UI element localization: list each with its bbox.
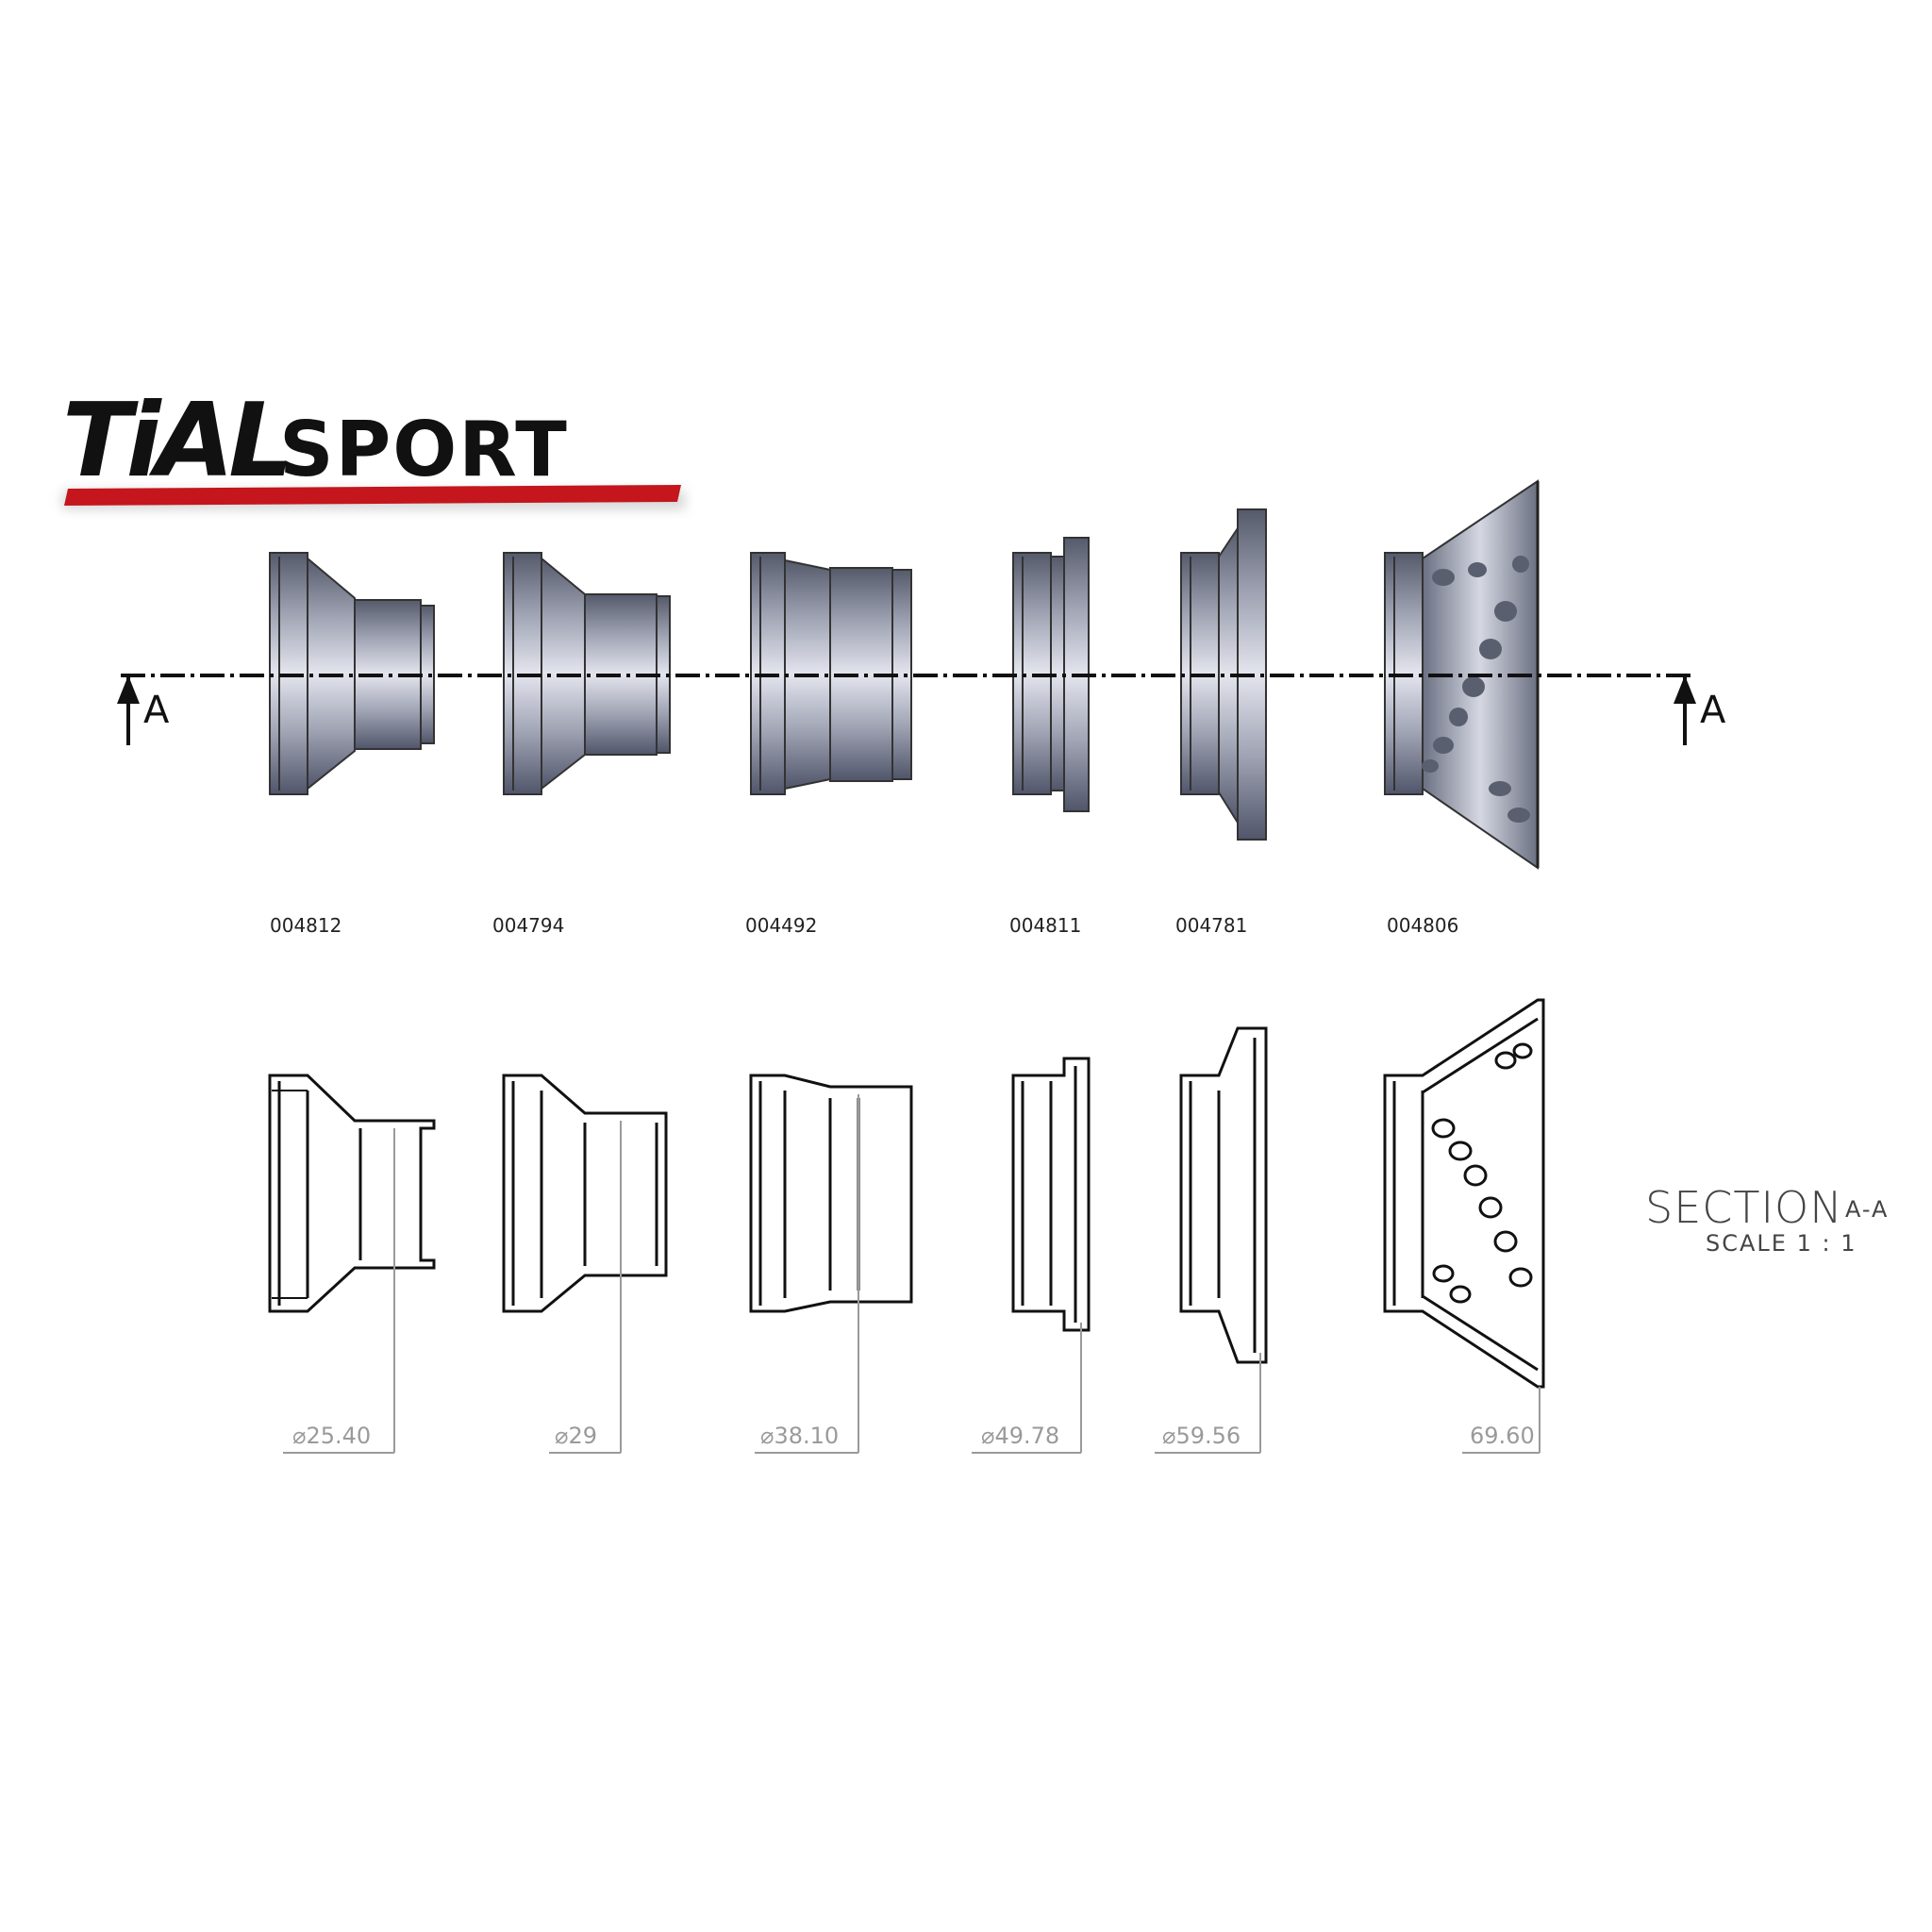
section-part-004492 (749, 1074, 913, 1313)
section-arrow-right-icon (1674, 675, 1696, 704)
logo-underline-bar (64, 485, 681, 506)
dimension-labels: ⌀25.40 ⌀29 ⌀38.10 ⌀49.78 ⌀59.56 69.60 (292, 1423, 1535, 1449)
part-number-labels: 004812 004794 004492 004811 004781 00480… (270, 914, 1458, 937)
section-part-004811 (1011, 1057, 1091, 1332)
render-part-004781 (1180, 508, 1267, 841)
dimension-label-004781: ⌀59.56 (1162, 1423, 1241, 1449)
section-title-suffix: A-A (1845, 1196, 1889, 1223)
part-label-004492: 004492 (745, 914, 817, 937)
section-title: SECTION (1645, 1182, 1843, 1233)
vent-holes (1422, 556, 1530, 823)
section-title-block: SECTION A-A SCALE 1 : 1 (1645, 1182, 1889, 1257)
dimension-lines (283, 1094, 1541, 1454)
logo-tial-text: TiAL (62, 382, 288, 500)
part-label-004811: 004811 (1009, 914, 1081, 937)
section-marker-left: A (143, 689, 170, 732)
section-part-004806 (1383, 998, 1545, 1389)
section-scale: SCALE 1 : 1 (1706, 1230, 1857, 1257)
tial-sport-logo: TiAL SPORT (62, 382, 685, 509)
section-marker-right: A (1700, 689, 1726, 732)
section-vent-holes (1431, 1042, 1533, 1304)
part-label-004781: 004781 (1175, 914, 1247, 937)
dimension-label-004492: ⌀38.10 (760, 1423, 839, 1449)
section-part-004781 (1179, 1026, 1268, 1364)
part-label-004794: 004794 (492, 914, 564, 937)
dimension-label-004811: ⌀49.78 (981, 1423, 1059, 1449)
cross-sections (268, 998, 1545, 1389)
logo-sport-text: SPORT (279, 406, 569, 493)
part-renders (269, 479, 1540, 870)
section-arrow-left-icon (117, 675, 140, 704)
section-cut-line: A A (117, 674, 1726, 745)
part-label-004812: 004812 (270, 914, 341, 937)
dimension-label-004794: ⌀29 (555, 1423, 597, 1449)
dimension-label-004812: ⌀25.40 (292, 1423, 371, 1449)
part-label-004806: 004806 (1387, 914, 1458, 937)
dimension-label-004806: 69.60 (1470, 1423, 1535, 1449)
section-part-004812 (268, 1074, 436, 1313)
section-part-004794 (502, 1074, 668, 1313)
